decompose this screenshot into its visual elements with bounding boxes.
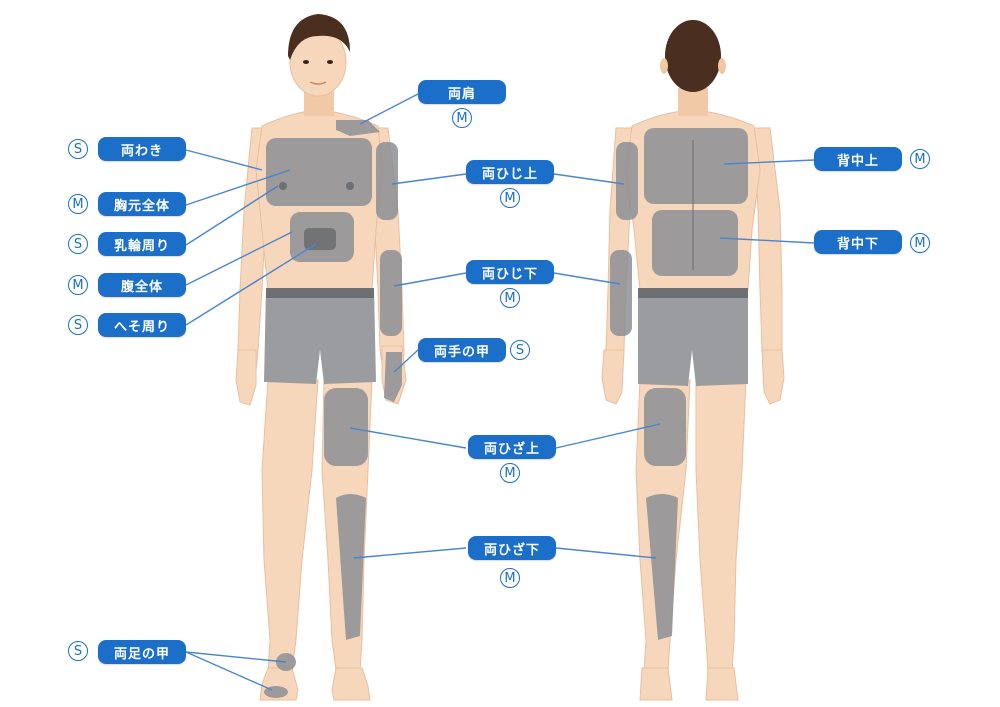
label-hiza-shita: 両ひざ下 <box>468 536 556 560</box>
size-badge-ashi-no-ko: S <box>68 641 88 661</box>
label-fuku: 腹全体 <box>98 273 186 297</box>
label-ryowaki: 両わき <box>98 137 186 161</box>
size-badge-hiji-ue: M <box>500 188 520 208</box>
leader-lines <box>185 93 815 691</box>
label-hiza-ue: 両ひざ上 <box>468 435 556 459</box>
label-heso: へそ周り <box>98 313 186 337</box>
label-te-no-ko: 両手の甲 <box>418 338 506 362</box>
size-badge-nyurin: S <box>68 234 88 254</box>
front-body <box>235 14 407 701</box>
size-badge-ryokata: M <box>452 108 472 128</box>
size-badge-senaka-shita: M <box>910 233 930 253</box>
size-badge-hiji-shita: M <box>500 288 520 308</box>
size-badge-hiza-shita: M <box>500 568 520 588</box>
size-badge-senaka-ue: M <box>910 149 930 169</box>
label-senaka-shita: 背中下 <box>814 230 902 254</box>
size-badge-ryowaki: S <box>68 139 88 159</box>
label-munamoto: 胸元全体 <box>98 192 186 216</box>
size-badge-fuku: M <box>68 275 88 295</box>
label-nyurin: 乳輪周り <box>98 232 186 256</box>
label-hiji-ue: 両ひじ上 <box>466 160 554 184</box>
label-ryokata: 両肩 <box>418 80 506 104</box>
size-badge-te-no-ko: S <box>510 340 530 360</box>
back-body <box>601 20 785 701</box>
label-hiji-shita: 両ひじ下 <box>466 260 554 284</box>
size-badge-hiza-ue: M <box>500 463 520 483</box>
label-ashi-no-ko: 両足の甲 <box>98 640 186 664</box>
label-senaka-ue: 背中上 <box>814 147 902 171</box>
size-badge-heso: S <box>68 315 88 335</box>
size-badge-munamoto: M <box>68 194 88 214</box>
